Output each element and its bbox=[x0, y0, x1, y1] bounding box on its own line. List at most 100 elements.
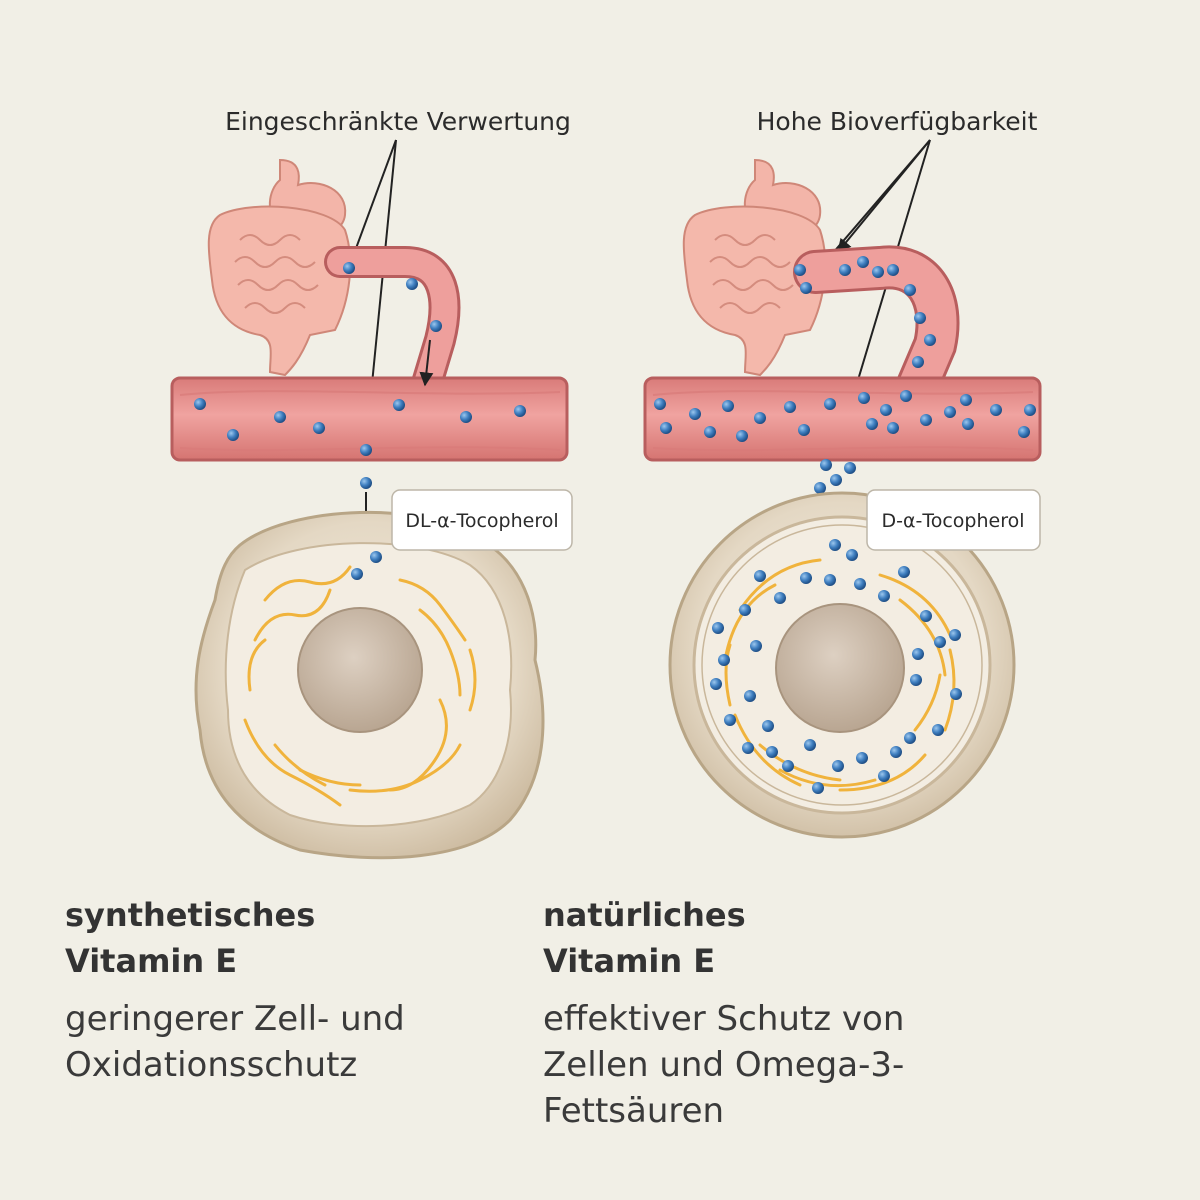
vitamin-e-molecule bbox=[857, 256, 869, 268]
vitamin-e-molecule bbox=[924, 334, 936, 346]
right-label-text: D-α-Tocopherol bbox=[881, 510, 1024, 532]
vitamin-e-molecule bbox=[872, 266, 884, 278]
right-label-box: D-α-Tocopherol bbox=[866, 489, 1041, 551]
blood-vessel-branch bbox=[324, 246, 461, 406]
vitamin-e-molecule bbox=[742, 742, 754, 754]
left-title: synthetisches Vitamin E bbox=[65, 892, 665, 984]
vitamin-e-molecule bbox=[660, 422, 672, 434]
vitamin-e-molecule bbox=[1024, 404, 1036, 416]
vitamin-e-molecule bbox=[887, 264, 899, 276]
right-vessel-molecules bbox=[654, 256, 1036, 494]
right-cell-molecules bbox=[710, 539, 962, 794]
left-description: geringerer Zell- und Oxidationsschutz bbox=[65, 996, 665, 1088]
vitamin-e-molecule bbox=[914, 312, 926, 324]
vitamin-e-molecule bbox=[406, 278, 418, 290]
vitamin-e-molecule bbox=[750, 640, 762, 652]
vitamin-e-molecule bbox=[274, 411, 286, 423]
vitamin-e-molecule bbox=[829, 539, 841, 551]
vitamin-e-molecule bbox=[739, 604, 751, 616]
vitamin-e-molecule bbox=[460, 411, 472, 423]
vitamin-e-molecule bbox=[854, 578, 866, 590]
vitamin-e-molecule bbox=[846, 549, 858, 561]
vitamin-e-molecule bbox=[722, 400, 734, 412]
nucleus bbox=[297, 607, 423, 733]
left-cell bbox=[194, 510, 545, 860]
vitamin-e-molecule bbox=[804, 739, 816, 751]
vitamin-e-molecule bbox=[878, 770, 890, 782]
vitamin-e-molecule bbox=[904, 284, 916, 296]
vitamin-e-molecule bbox=[812, 782, 824, 794]
left-title-line: synthetisches bbox=[65, 896, 316, 934]
vitamin-e-molecule bbox=[1018, 426, 1030, 438]
right-cell bbox=[668, 491, 1016, 839]
left-flow-arrow bbox=[419, 339, 434, 387]
vitamin-e-molecule bbox=[343, 262, 355, 274]
vitamin-e-molecule bbox=[866, 418, 878, 430]
vitamin-e-molecule bbox=[887, 422, 899, 434]
vitamin-e-molecule bbox=[880, 404, 892, 416]
vitamin-e-molecule bbox=[744, 690, 756, 702]
vitamin-e-molecule bbox=[824, 398, 836, 410]
vitamin-e-molecule bbox=[370, 551, 382, 563]
right-panel: Hohe Bioverfügbarkeit bbox=[643, 107, 1042, 839]
vitamin-e-molecule bbox=[832, 760, 844, 772]
right-desc-line: Fettsäuren bbox=[543, 1091, 725, 1131]
blood-vessel bbox=[643, 376, 1042, 462]
vitamin-e-molecule bbox=[227, 429, 239, 441]
vitamin-e-molecule bbox=[912, 356, 924, 368]
vitamin-e-molecule bbox=[800, 282, 812, 294]
right-callout-line bbox=[819, 139, 931, 270]
vitamin-e-molecule bbox=[784, 401, 796, 413]
vitamin-e-molecule bbox=[762, 720, 774, 732]
vitamin-e-molecule bbox=[794, 264, 806, 276]
vitamin-e-molecule bbox=[766, 746, 778, 758]
right-title-line: Vitamin E bbox=[543, 942, 716, 980]
left-title-line: Vitamin E bbox=[65, 942, 238, 980]
vitamin-e-molecule bbox=[920, 414, 932, 426]
left-desc-line: geringerer Zell- und bbox=[65, 999, 405, 1039]
right-title-line: natürliches bbox=[543, 896, 746, 934]
left-desc-line: Oxidationsschutz bbox=[65, 1045, 358, 1085]
vitamin-e-molecule bbox=[949, 629, 961, 641]
vitamin-e-molecule bbox=[800, 572, 812, 584]
vitamin-e-molecule bbox=[360, 444, 372, 456]
vitamin-e-molecule bbox=[904, 732, 916, 744]
blood-vessel-branch bbox=[793, 245, 960, 414]
vitamin-e-molecule bbox=[856, 752, 868, 764]
right-title: natürliches Vitamin E bbox=[543, 892, 1143, 984]
intestine-icon bbox=[682, 205, 827, 377]
mitochondria-icon bbox=[723, 558, 956, 792]
vitamin-e-molecule bbox=[900, 390, 912, 402]
vitamin-e-molecule bbox=[710, 678, 722, 690]
vitamin-e-molecule bbox=[736, 430, 748, 442]
vitamin-e-molecule bbox=[814, 482, 826, 494]
vitamin-e-molecule bbox=[194, 398, 206, 410]
right-description: effektiver Schutz von Zellen und Omega-3… bbox=[543, 996, 1143, 1134]
vitamin-e-molecule bbox=[782, 760, 794, 772]
vitamin-e-molecule bbox=[890, 746, 902, 758]
vitamin-e-molecule bbox=[754, 570, 766, 582]
vitamin-e-molecule bbox=[950, 688, 962, 700]
right-desc-line: effektiver Schutz von bbox=[543, 999, 905, 1039]
vitamin-e-molecule bbox=[920, 610, 932, 622]
right-callout-text: Hohe Bioverfügbarkeit bbox=[757, 107, 1038, 136]
vitamin-e-molecule bbox=[962, 418, 974, 430]
vitamin-e-molecule bbox=[313, 422, 325, 434]
vitamin-e-molecule bbox=[898, 566, 910, 578]
vitamin-e-molecule bbox=[689, 408, 701, 420]
vitamin-e-molecule bbox=[704, 426, 716, 438]
vitamin-e-molecule bbox=[844, 462, 856, 474]
vitamin-e-molecule bbox=[910, 674, 922, 686]
vitamin-e-molecule bbox=[351, 568, 363, 580]
vitamin-e-molecule bbox=[724, 714, 736, 726]
vitamin-e-molecule bbox=[798, 424, 810, 436]
left-vessel-molecules bbox=[194, 262, 526, 489]
intestine-icon bbox=[207, 205, 352, 377]
vitamin-e-molecule bbox=[934, 636, 946, 648]
vitamin-e-molecule bbox=[654, 398, 666, 410]
mitochondria-icon bbox=[243, 565, 477, 807]
vitamin-e-molecule bbox=[430, 320, 442, 332]
vitamin-e-molecule bbox=[830, 474, 842, 486]
vitamin-e-molecule bbox=[932, 724, 944, 736]
